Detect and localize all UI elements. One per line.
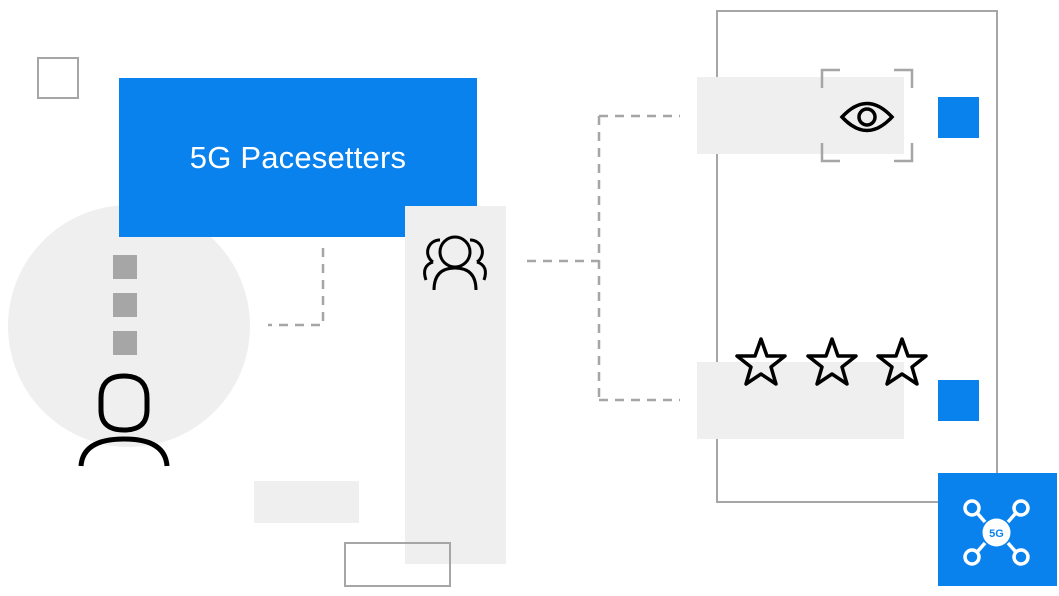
star-icon [806, 337, 858, 386]
diagram-title: 5G Pacesetters [189, 139, 407, 175]
dashed-connector-right [527, 114, 680, 402]
dashed-connector-left [268, 248, 325, 327]
connector-dot [113, 255, 137, 279]
eye-icon [839, 101, 895, 133]
connector-dot [113, 331, 137, 355]
gray-row-bottom [697, 362, 904, 439]
star-icon [876, 337, 928, 386]
group-icon [423, 235, 487, 291]
viewfinder-frame [820, 68, 914, 163]
blue-square-marker-bottom [938, 380, 979, 421]
gray-row-top [697, 77, 904, 154]
person-icon [78, 373, 170, 467]
star-rating [735, 337, 928, 386]
circle-background [8, 205, 250, 447]
outline-rect-bottom [344, 542, 451, 587]
network-5g-icon: 5G [963, 499, 1030, 566]
outline-panel [716, 10, 998, 503]
gray-bar-small [254, 481, 359, 523]
blue-square-marker-top [938, 97, 979, 138]
outline-square-small [37, 57, 79, 99]
connector-dot [113, 293, 137, 317]
badge-5g-label: 5G [989, 528, 1004, 540]
star-icon [735, 337, 787, 386]
